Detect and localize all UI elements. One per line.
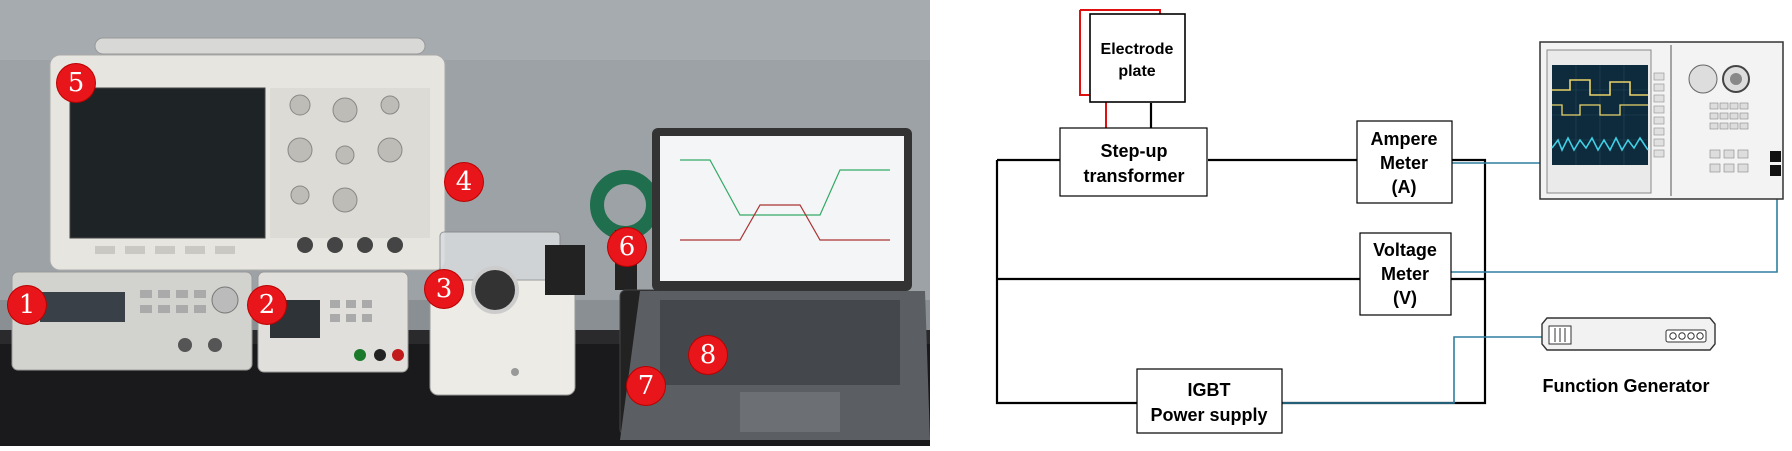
voltage-meter-box (1359, 232, 1452, 316)
function-generator-label: Function Generator (1542, 376, 1709, 396)
igbt-label-2: Power supply (1150, 405, 1267, 425)
oscilloscope (49, 37, 446, 271)
electrode-plate-label-2: plate (1118, 63, 1155, 80)
transformer-enclosure (429, 231, 585, 396)
marker-8: 8 (689, 336, 727, 374)
marker-6: 6 (608, 228, 646, 266)
marker-5: 5 (57, 64, 95, 102)
circuit-diagram: Electrode plate Step-up transformer Ampe… (930, 0, 1792, 446)
electrode-plate-box (1089, 13, 1186, 103)
ampere-meter-label-2: Meter (1380, 153, 1428, 173)
oscilloscope-drawing (1539, 41, 1784, 200)
marker-4: 4 (445, 163, 483, 201)
dc-power-supply (257, 271, 409, 373)
ampere-meter-label-3: (A) (1392, 177, 1417, 197)
ampere-meter-box (1356, 120, 1453, 204)
marker-2: 2 (248, 286, 286, 324)
voltage-meter-label-3: (V) (1393, 288, 1417, 308)
electrode-plate-label-1: Electrode (1101, 41, 1174, 58)
function-generator-drawing (1541, 317, 1716, 351)
setup-photo-illustration (0, 0, 930, 446)
igbt-label-1: IGBT (1188, 380, 1231, 400)
marker-3: 3 (425, 270, 463, 308)
marker-1: 1 (8, 286, 46, 324)
voltage-meter-label-2: Meter (1381, 264, 1429, 284)
laptop (620, 128, 930, 440)
igbt-box (1136, 368, 1283, 434)
voltage-meter-label-1: Voltage (1373, 240, 1437, 260)
function-generator-device (11, 271, 253, 371)
transformer-box (1059, 127, 1208, 197)
marker-7: 7 (627, 367, 665, 405)
setup-photo: 1 2 3 4 5 6 7 8 (0, 0, 930, 446)
circuit-schematic: Electrode plate Step-up transformer Ampe… (995, 9, 1784, 434)
ampere-meter-label-1: Ampere (1370, 129, 1437, 149)
transformer-label-2: transformer (1083, 166, 1184, 186)
transformer-label-1: Step-up (1101, 141, 1168, 161)
